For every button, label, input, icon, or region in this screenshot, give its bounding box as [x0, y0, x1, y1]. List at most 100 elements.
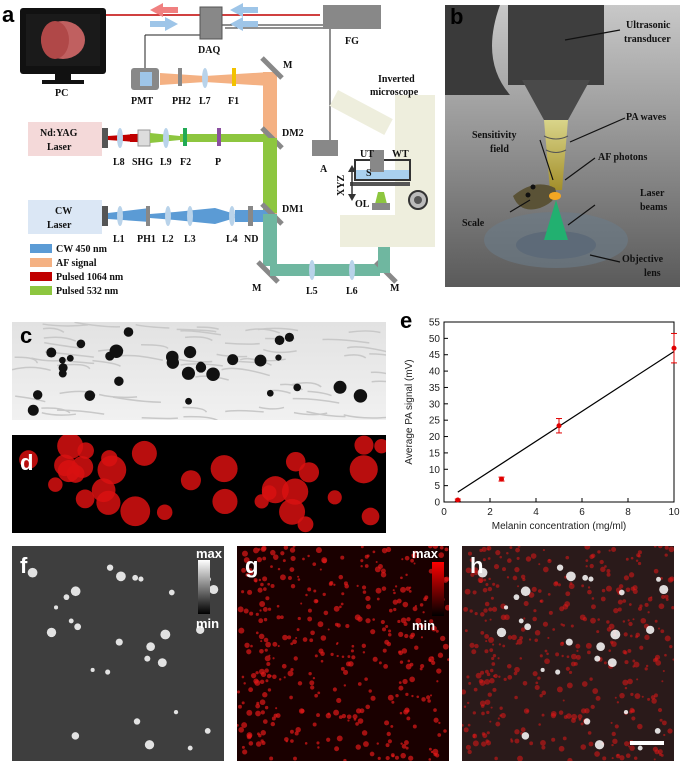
red-texture [470, 572, 475, 577]
bright-spot [623, 710, 629, 715]
red-texture [442, 643, 449, 650]
green-beam-vertical [263, 138, 277, 213]
y-tick-label: 55 [429, 318, 441, 329]
red-texture [525, 556, 532, 562]
red-texture [506, 551, 509, 555]
red-texture [248, 568, 253, 573]
red-texture [398, 631, 404, 637]
melanin-spot [66, 354, 74, 362]
y-tick-label: 50 [429, 334, 441, 345]
red-texture [489, 720, 492, 723]
red-texture [664, 635, 671, 642]
red-texture [624, 686, 628, 690]
red-texture [338, 574, 344, 580]
red-texture [629, 710, 633, 714]
red-texture [517, 755, 523, 761]
red-texture [637, 554, 641, 558]
red-texture [654, 619, 658, 623]
ol-objective [375, 192, 387, 204]
red-texture [519, 636, 524, 640]
texture-stroke [176, 328, 217, 333]
red-texture [542, 549, 545, 552]
red-texture [312, 562, 317, 567]
red-texture [480, 631, 485, 635]
red-texture [304, 742, 308, 745]
red-texture [467, 749, 472, 755]
red-texture [660, 629, 665, 634]
red-texture [539, 694, 543, 698]
red-texture [596, 630, 600, 634]
red-texture [432, 748, 439, 755]
red-texture [672, 658, 674, 661]
red-texture [619, 692, 625, 699]
red-texture [606, 627, 612, 632]
red-texture [516, 638, 523, 645]
red-texture [259, 648, 264, 654]
red-texture [630, 692, 634, 697]
red-texture [493, 564, 500, 570]
red-texture [372, 618, 375, 621]
red-texture [244, 642, 250, 648]
red-texture [544, 658, 550, 665]
red-texture [409, 676, 415, 683]
red-texture [605, 585, 612, 592]
red-texture [402, 601, 409, 608]
red-texture [431, 625, 437, 632]
red-texture [255, 703, 261, 709]
arrow-right-blue-icon [150, 17, 178, 31]
red-texture [432, 546, 439, 549]
red-texture [480, 612, 485, 617]
red-texture [313, 589, 317, 593]
red-texture [361, 643, 367, 649]
texture-stroke [14, 356, 39, 364]
red-texture [260, 739, 264, 743]
red-texture [410, 558, 414, 563]
red-texture [287, 670, 294, 677]
red-texture [292, 546, 296, 548]
red-texture [473, 735, 476, 739]
red-texture [277, 567, 281, 571]
red-texture [241, 675, 245, 679]
melanin-spot [58, 363, 68, 373]
bright-spot [157, 658, 167, 668]
red-texture [562, 699, 565, 702]
red-texture [516, 556, 520, 560]
melanin-spot [76, 339, 86, 349]
y-axis-label: Average PA signal (mV) [404, 359, 415, 464]
red-texture [242, 550, 248, 557]
red-texture [629, 745, 635, 751]
red-texture [510, 738, 513, 741]
red-texture [429, 619, 434, 624]
red-texture [629, 634, 633, 638]
red-texture [376, 597, 380, 601]
red-texture [565, 666, 570, 671]
red-texture [489, 678, 495, 684]
red-texture [562, 624, 566, 627]
red-texture [255, 671, 259, 675]
texture-stroke [280, 383, 303, 391]
red-texture [267, 688, 272, 692]
red-texture [482, 733, 488, 739]
data-point [671, 345, 677, 351]
red-texture [258, 633, 265, 640]
red-texture [280, 551, 285, 556]
af-spot [120, 496, 151, 527]
red-texture [541, 690, 547, 696]
red-texture [581, 681, 588, 687]
red-texture [608, 549, 611, 552]
texture-stroke [224, 342, 260, 345]
bright-spot [594, 740, 605, 750]
red-texture [641, 695, 644, 698]
red-texture [466, 701, 470, 705]
red-texture [485, 582, 489, 587]
red-texture [290, 555, 296, 561]
red-texture [485, 640, 488, 643]
red-texture [314, 693, 318, 698]
red-texture [600, 596, 606, 602]
red-texture [467, 723, 471, 727]
red-texture [515, 547, 520, 553]
red-texture [630, 556, 634, 560]
shg-crystal [137, 129, 151, 147]
texture-stroke [263, 348, 297, 354]
nd-filter [248, 206, 253, 226]
